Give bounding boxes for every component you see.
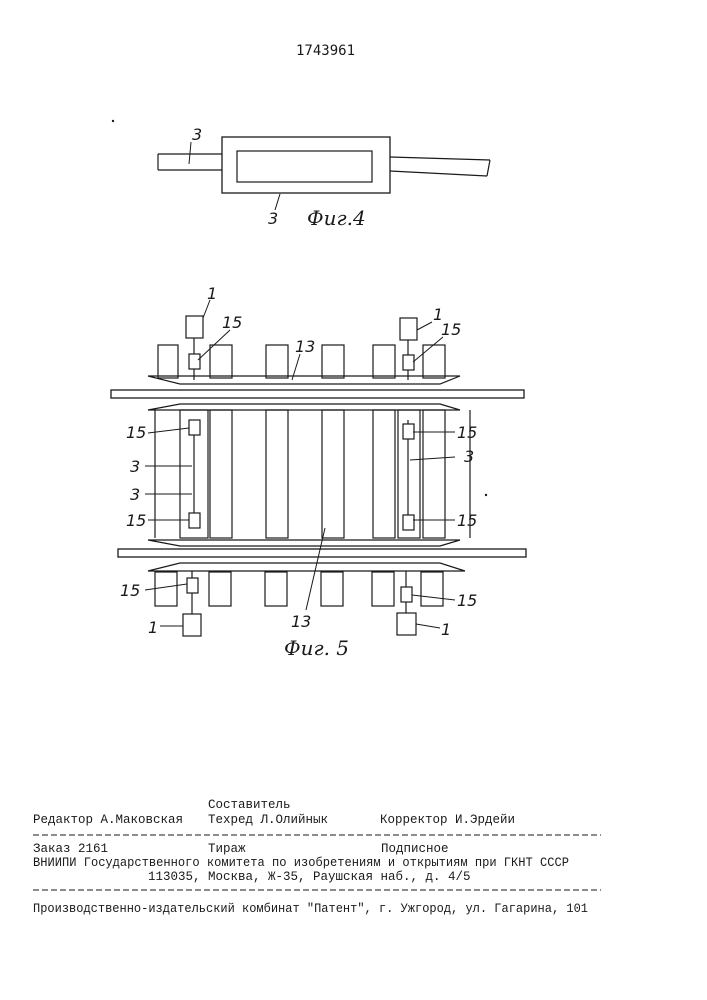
sleeper-end	[210, 345, 232, 378]
label-15: 15	[126, 423, 146, 442]
sensor-15	[403, 515, 414, 530]
sensor-15	[189, 513, 200, 528]
sensor-15	[401, 587, 412, 602]
leader-line	[417, 322, 432, 330]
patent-number: 1743961	[296, 43, 355, 59]
corrector: Корректор И.Эрдейи	[380, 813, 515, 827]
sleeper-end	[322, 345, 344, 378]
sensor-15	[189, 354, 200, 369]
sleeper-end	[266, 345, 288, 378]
sleeper	[423, 410, 445, 538]
label-1: 1	[441, 620, 451, 639]
sleeper	[266, 410, 288, 538]
label-15: 15	[222, 313, 242, 332]
scan-dot	[112, 120, 114, 122]
fig5-rail-lower	[118, 549, 526, 557]
sensor-15	[403, 355, 414, 370]
unit-1	[397, 613, 416, 635]
figure-5: 1 15 13 1 15 15 3 3 15 15 3 15 15 1 15 1…	[111, 284, 526, 660]
compiler-label: Составитель	[208, 798, 291, 812]
label-15: 15	[457, 511, 477, 530]
sensor-15	[403, 424, 414, 439]
subscription: Подписное	[381, 842, 449, 856]
label-3: 3	[464, 447, 474, 466]
fig4-leader-top	[189, 142, 191, 164]
fig4-caption: Фиг.4	[307, 206, 366, 230]
sleeper-end	[373, 345, 395, 378]
scan-dot	[485, 494, 487, 496]
leader-line	[148, 428, 189, 433]
label-13: 13	[295, 337, 315, 356]
sleeper-end	[155, 572, 177, 606]
techred: Техред Л.Олийнык	[208, 813, 328, 827]
imprint-footer: Составитель Редактор А.Маковская Техред …	[33, 798, 601, 916]
label-15: 15	[457, 423, 477, 442]
order-number: Заказ 2161	[33, 842, 108, 856]
sleeper-end	[321, 572, 343, 606]
fig4-label-bottom: 3	[268, 209, 278, 228]
institute: ВНИИПИ Государственного комитета по изоб…	[33, 856, 569, 870]
sleeper-end	[158, 345, 178, 378]
label-13: 13	[291, 612, 311, 631]
fig5-inner-wedge-bottom	[148, 540, 460, 546]
leader-line	[416, 624, 440, 628]
leader-line	[410, 457, 455, 460]
editor: Редактор А.Маковская	[33, 813, 183, 827]
fig5-rail-upper	[111, 390, 524, 398]
sleeper-end	[265, 572, 287, 606]
label-15: 15	[457, 591, 477, 610]
fig4-label-top: 3	[192, 125, 202, 144]
fig5-caption: Фиг. 5	[284, 636, 349, 660]
sensor-15	[189, 420, 200, 435]
label-1: 1	[207, 284, 217, 303]
fig5-bottom-wedge	[148, 563, 465, 571]
label-3: 3	[130, 485, 140, 504]
sensor-15	[187, 578, 198, 593]
figure-4: 3 3 Фиг.4	[158, 125, 490, 230]
unit-1	[400, 318, 417, 340]
fig5-track-section	[155, 410, 470, 538]
sleeper	[210, 410, 232, 538]
fig5-top-wedge	[148, 376, 460, 384]
address: 113035, Москва, Ж-35, Раушская наб., д. …	[148, 870, 471, 884]
sleeper-end	[372, 572, 394, 606]
fig5-inner-wedge-top	[148, 404, 460, 410]
sleeper	[373, 410, 395, 538]
label-15: 15	[120, 581, 140, 600]
unit-1	[183, 614, 201, 636]
printer: Производственно-издательский комбинат "П…	[33, 902, 588, 916]
sleeper-end	[421, 572, 443, 606]
unit-1	[186, 316, 203, 338]
label-15: 15	[441, 320, 461, 339]
fig4-window	[237, 151, 372, 182]
label-15: 15	[126, 511, 146, 530]
fig4-leader-bottom	[275, 194, 280, 210]
sleeper	[322, 410, 344, 538]
circulation: Тираж	[208, 842, 246, 856]
fig4-cable-right	[390, 157, 490, 176]
label-3: 3	[130, 457, 140, 476]
sleeper-end	[209, 572, 231, 606]
sleeper-end	[423, 345, 445, 378]
label-1: 1	[148, 618, 158, 637]
